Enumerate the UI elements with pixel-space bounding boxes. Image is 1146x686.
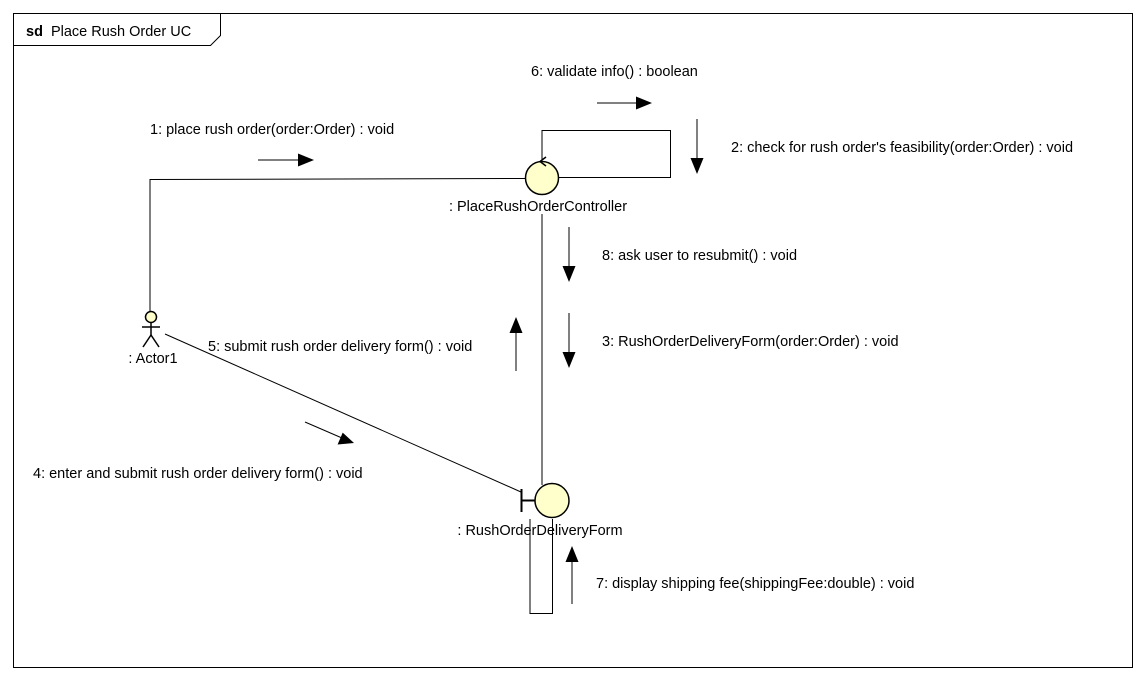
message-3-arrowhead <box>562 352 576 368</box>
link-actor-controller <box>149 178 527 312</box>
form-label: : RushOrderDeliveryForm <box>457 523 622 539</box>
self-link-controller <box>541 130 671 178</box>
controller-arrowhead <box>538 156 547 167</box>
message-4-arrowhead <box>337 432 354 445</box>
message-7-arrowhead <box>565 546 579 562</box>
message-4-arrow <box>304 421 343 439</box>
form-object[interactable]: : RushOrderDeliveryForm <box>457 482 623 540</box>
frame-keyword: sd <box>26 24 43 40</box>
message-4[interactable]: 4: enter and submit rush order delivery … <box>33 421 363 482</box>
message-5-arrowhead <box>509 317 523 333</box>
actor-label: : Actor1 <box>128 351 177 367</box>
frame-title: sd Place Rush Order UC <box>26 24 191 40</box>
message-2-label: 2: check for rush order's feasibility(or… <box>731 140 1073 156</box>
form-circle <box>534 482 570 519</box>
message-3-label: 3: RushOrderDeliveryForm(order:Order) : … <box>602 334 899 350</box>
message-6-arrowhead <box>636 96 652 110</box>
message-8[interactable]: 8: ask user to resubmit() : void <box>562 227 798 282</box>
frame-name: Place Rush Order UC <box>51 24 191 40</box>
self-link-form <box>529 519 553 614</box>
message-4-label: 4: enter and submit rush order delivery … <box>33 466 363 482</box>
controller-object[interactable]: : PlaceRushOrderController <box>449 156 627 215</box>
controller-circle <box>524 160 560 196</box>
link-actor-form <box>164 333 522 493</box>
actor-head <box>144 310 158 324</box>
message-5[interactable]: 5: submit rush order delivery form() : v… <box>208 317 523 371</box>
message-5-label: 5: submit rush order delivery form() : v… <box>208 339 472 355</box>
message-6-label: 6: validate info() : boolean <box>531 64 698 80</box>
message-7-label: 7: display shipping fee(shippingFee:doub… <box>596 576 914 592</box>
controller-label: : PlaceRushOrderController <box>449 199 627 215</box>
actor-object[interactable]: : Actor1 <box>128 310 178 368</box>
frame-label-box <box>13 13 221 46</box>
message-8-label: 8: ask user to resubmit() : void <box>602 248 797 264</box>
message-8-arrowhead <box>562 266 576 282</box>
message-2[interactable]: 2: check for rush order's feasibility(or… <box>690 119 1074 174</box>
message-2-arrowhead <box>690 158 704 174</box>
actor-leg-right <box>150 334 160 348</box>
message-3[interactable]: 3: RushOrderDeliveryForm(order:Order) : … <box>562 313 899 368</box>
frame-border <box>13 13 1133 668</box>
message-1[interactable]: 1: place rush order(order:Order) : void <box>150 122 394 167</box>
message-7[interactable]: 7: display shipping fee(shippingFee:doub… <box>565 546 915 604</box>
message-1-label: 1: place rush order(order:Order) : void <box>150 122 394 138</box>
message-6[interactable]: 6: validate info() : boolean <box>531 64 698 110</box>
message-1-arrowhead <box>298 153 314 167</box>
actor-leg-left <box>142 334 152 348</box>
